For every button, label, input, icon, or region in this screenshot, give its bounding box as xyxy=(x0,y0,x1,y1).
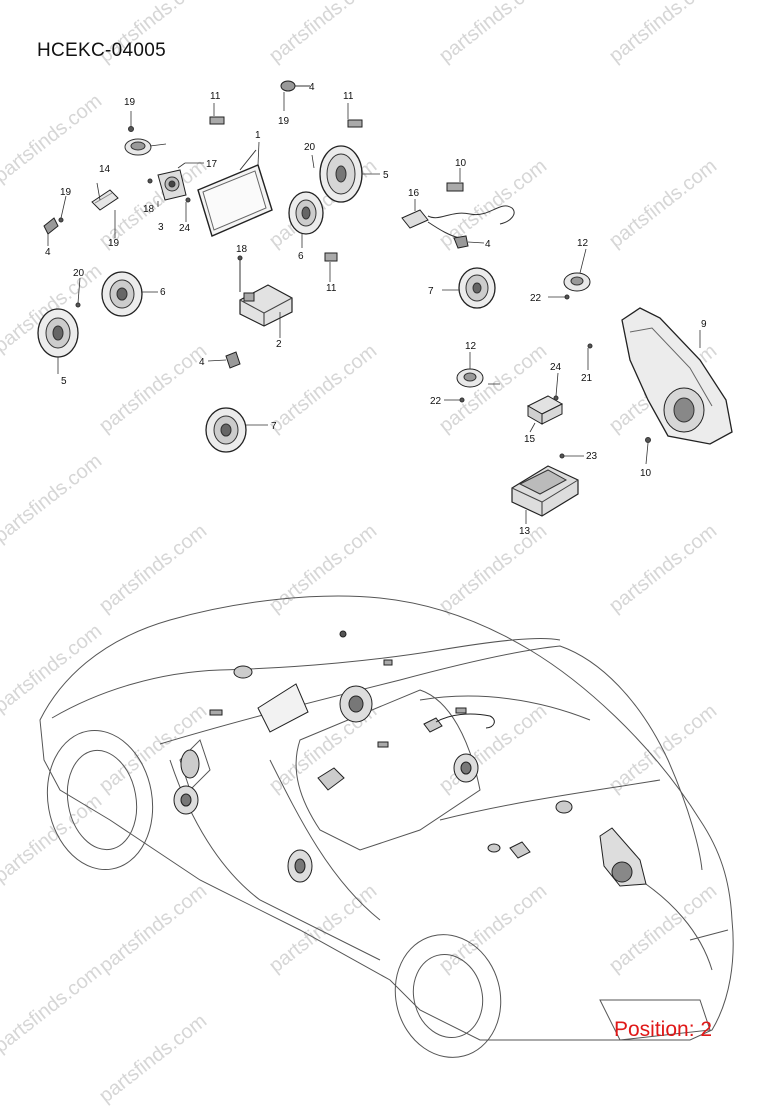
document-title: HCEKC-04005 xyxy=(37,40,166,61)
callout-label: 18 xyxy=(143,204,155,215)
callout-label: 18 xyxy=(236,244,248,255)
callout-label: 3 xyxy=(158,222,164,233)
callout-label: 24 xyxy=(550,362,562,373)
callout-label: 6 xyxy=(160,287,166,298)
speaker-part-7-left xyxy=(205,407,247,453)
grommet-part-4-top xyxy=(280,80,310,92)
callout-label: 4 xyxy=(309,82,315,93)
callout-label: 5 xyxy=(61,376,67,387)
subwoofer-enclosure-part-9 xyxy=(587,307,733,445)
callout-label: 16 xyxy=(408,188,420,199)
callout-label: 4 xyxy=(485,239,491,250)
callout-label: 20 xyxy=(73,268,85,279)
callout-label: 4 xyxy=(45,247,51,258)
callout-label: 21 xyxy=(581,373,593,384)
callout-label: 6 xyxy=(298,251,304,262)
amplifier-part-2 xyxy=(237,255,293,327)
callout-label: 10 xyxy=(640,468,652,479)
callout-label: 22 xyxy=(430,396,442,407)
speaker-part-6-left xyxy=(101,271,143,317)
callout-label: 5 xyxy=(383,170,389,181)
tweeter-part-8 xyxy=(124,126,152,156)
tweeter-part-12-right xyxy=(563,272,591,300)
callout-labels: 19 11 4 19 11 1 20 10 17 14 5 16 19 18 3… xyxy=(45,82,707,537)
connector-part-11 xyxy=(209,116,464,262)
display-screen-part xyxy=(197,149,273,237)
callout-label: 14 xyxy=(99,164,111,175)
callout-label: 12 xyxy=(577,238,589,249)
callout-label: 11 xyxy=(343,91,354,102)
callout-label: 7 xyxy=(428,286,434,297)
callout-label: 4 xyxy=(199,357,205,368)
callout-label: 15 xyxy=(524,434,536,445)
bracket-part-17 xyxy=(147,169,191,203)
leader-lines xyxy=(47,92,701,524)
callout-label: 22 xyxy=(530,293,542,304)
tweeter-part-12-center xyxy=(456,368,484,403)
position-label: Position: 2 xyxy=(614,1018,713,1041)
callout-label: 11 xyxy=(326,283,337,294)
callout-label: 19 xyxy=(60,187,72,198)
callout-label: 11 xyxy=(210,91,221,102)
callout-label: 13 xyxy=(519,526,531,537)
callout-label: 19 xyxy=(124,97,136,108)
speaker-part-5-upper xyxy=(319,145,363,203)
callout-label: 10 xyxy=(455,158,467,169)
speaker-part-6-upper xyxy=(288,191,324,235)
car-outline xyxy=(39,595,734,1058)
callout-label: 24 xyxy=(179,223,191,234)
clip-part-4-left xyxy=(43,217,64,235)
callout-label: 19 xyxy=(278,116,290,127)
callout-label: 1 xyxy=(255,130,261,141)
callout-label: 17 xyxy=(206,159,218,170)
module-part-15 xyxy=(526,395,564,425)
callout-label: 2 xyxy=(276,339,282,350)
callout-label: 20 xyxy=(304,142,316,153)
speaker-part-5-left xyxy=(37,302,81,358)
callout-label: 12 xyxy=(465,341,477,352)
clip-part-4-mid xyxy=(225,351,241,369)
callout-label: 7 xyxy=(271,421,277,432)
speaker-part-7-right xyxy=(458,267,496,309)
module-part-14 xyxy=(91,189,119,211)
antenna-part-16 xyxy=(401,205,515,249)
callout-label: 19 xyxy=(108,238,120,249)
callout-label: 23 xyxy=(586,451,598,462)
amplifier-part-13 xyxy=(511,453,579,517)
car-installed-parts xyxy=(173,630,647,887)
callout-label: 9 xyxy=(701,319,707,330)
